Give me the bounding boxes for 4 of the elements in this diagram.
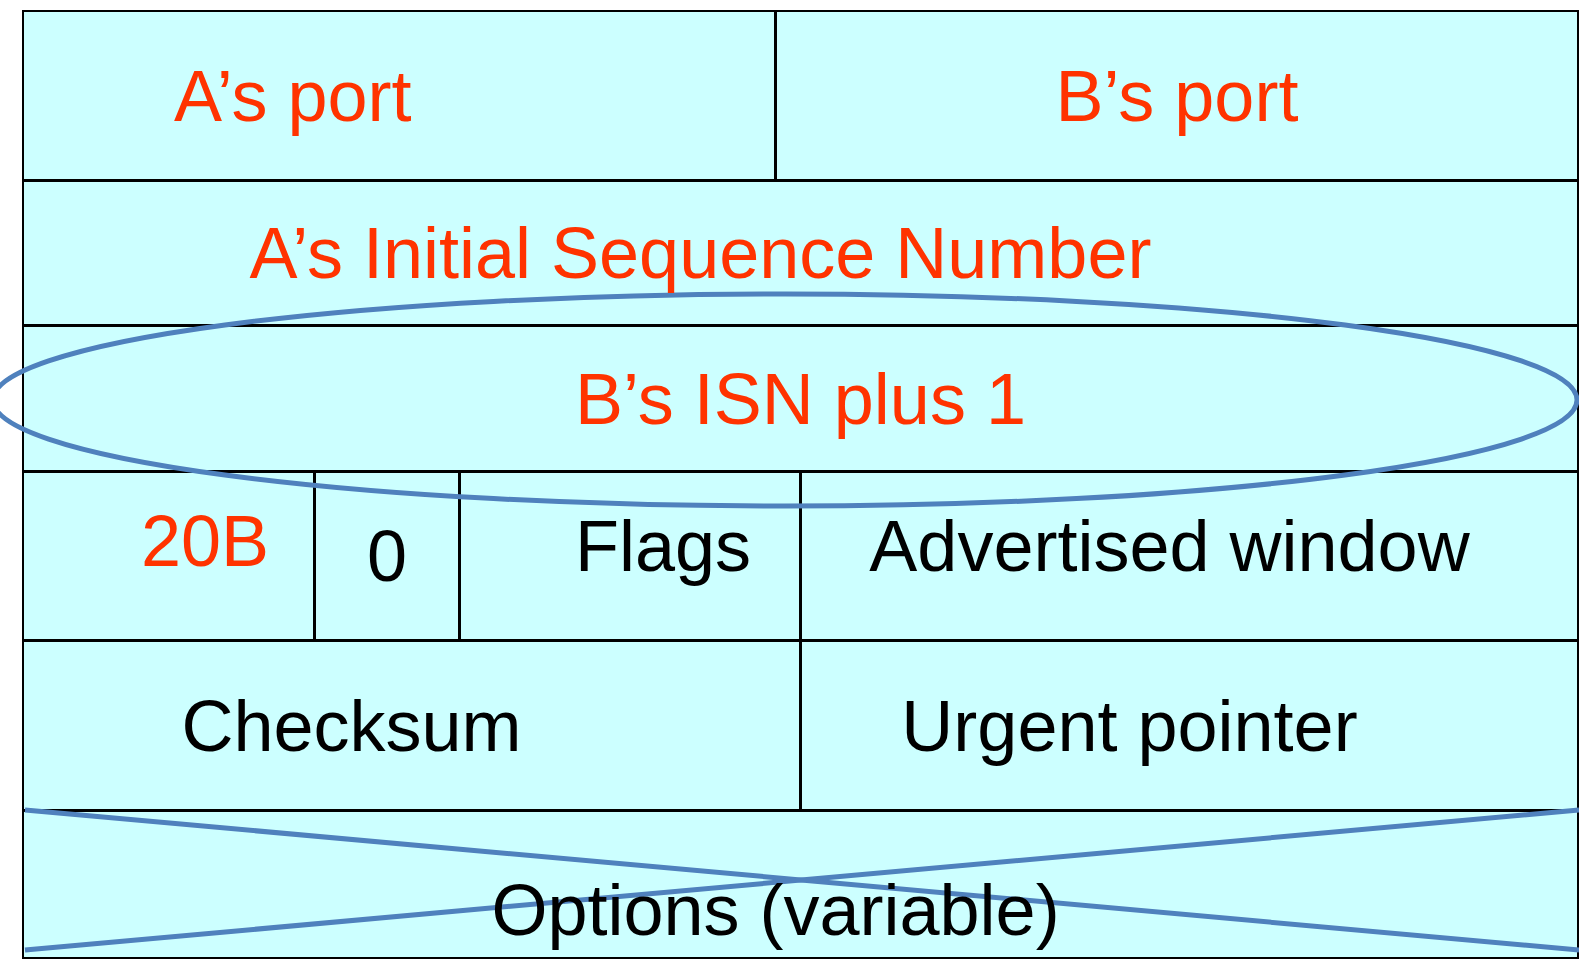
field-label: 20B xyxy=(140,505,269,577)
field-label: Checksum xyxy=(181,689,522,762)
field-label: 0 xyxy=(366,520,407,592)
field-label: Advertised window xyxy=(869,510,1470,582)
